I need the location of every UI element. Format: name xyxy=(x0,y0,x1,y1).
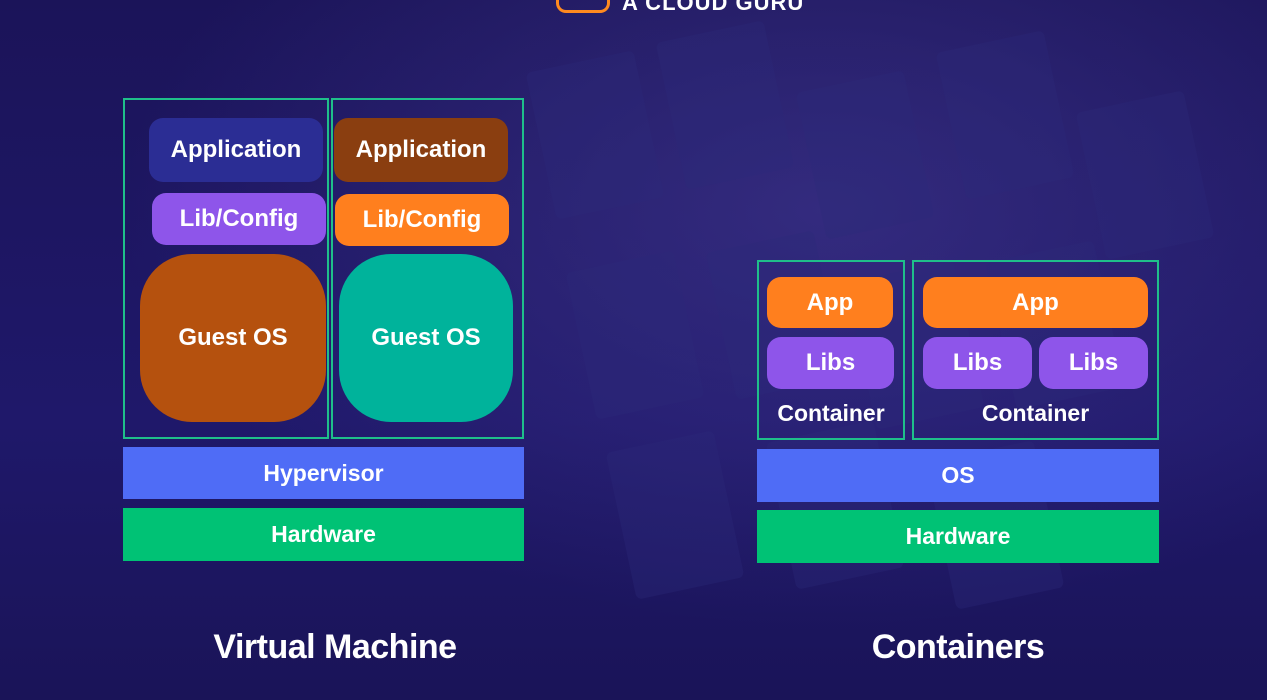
vm1-lib-config: Lib/Config xyxy=(152,193,326,245)
vm-frame-1 xyxy=(123,98,329,439)
hypervisor-layer: Hypervisor xyxy=(123,447,524,499)
container2-libs-b: Libs xyxy=(1039,337,1148,389)
container-frame-2 xyxy=(912,260,1159,440)
vm2-lib-config: Lib/Config xyxy=(335,194,509,246)
vm-frame-2 xyxy=(331,98,524,439)
vm-caption: Virtual Machine xyxy=(213,628,457,666)
container2-libs-a: Libs xyxy=(923,337,1032,389)
collage-tile xyxy=(525,50,665,220)
container1-label: Container xyxy=(777,400,885,426)
container2-app: App xyxy=(923,277,1148,328)
vm-hardware-layer: Hardware xyxy=(123,508,524,561)
collage-tile xyxy=(565,250,705,420)
brand-mark-icon xyxy=(556,0,610,13)
collage-tile xyxy=(765,420,905,590)
containers-hardware-layer: Hardware xyxy=(757,510,1159,563)
vm2-application: Application xyxy=(334,118,508,182)
brand-logo: A CLOUD GURU xyxy=(556,0,804,16)
container1-libs: Libs xyxy=(767,337,894,389)
container-frame-1 xyxy=(757,260,905,440)
collage-tile xyxy=(605,430,745,600)
collage-tile xyxy=(935,30,1075,200)
collage-tile xyxy=(1075,90,1215,260)
brand-name: A CLOUD GURU xyxy=(622,0,805,15)
os-layer: OS xyxy=(757,449,1159,502)
container2-label: Container xyxy=(981,400,1090,426)
containers-caption: Containers xyxy=(871,628,1045,666)
collage-tile xyxy=(795,70,935,240)
vm2-guest-os: Guest OS xyxy=(339,254,513,422)
collage-tile xyxy=(655,20,795,190)
vm1-guest-os: Guest OS xyxy=(140,254,326,422)
container1-app: App xyxy=(767,277,893,328)
vm1-application: Application xyxy=(149,118,323,182)
